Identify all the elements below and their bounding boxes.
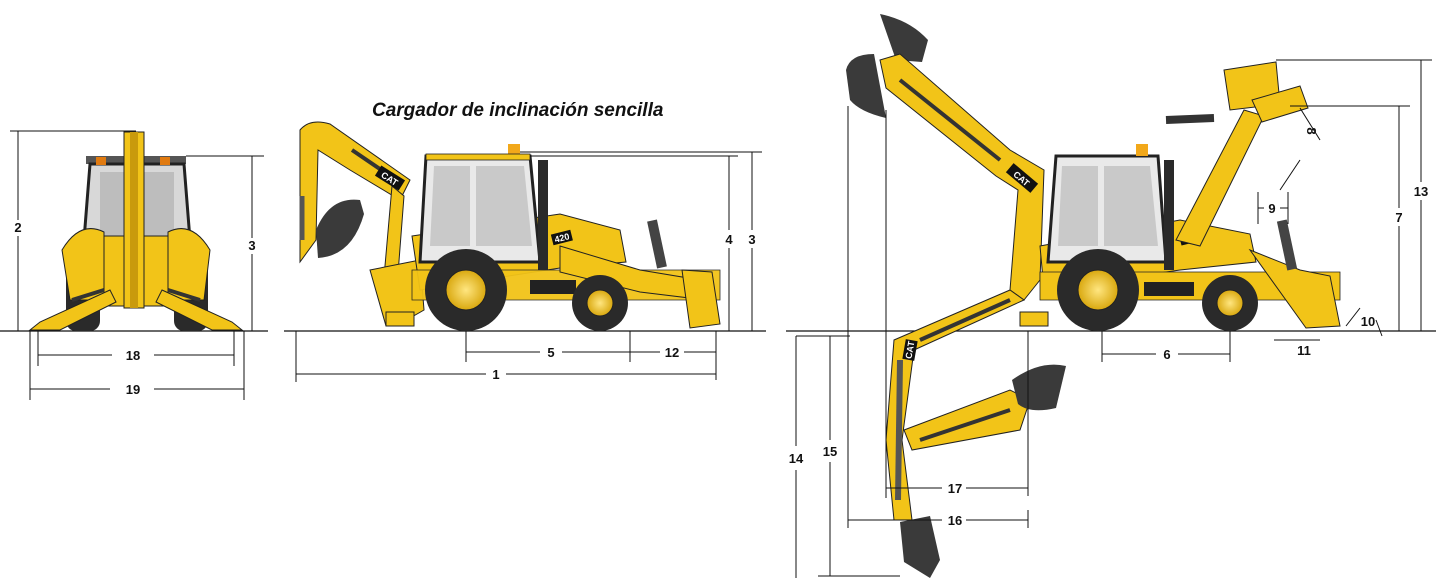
model-decal: 420 — [553, 231, 570, 244]
reach-view-machine: CAT CAT 420 — [786, 14, 1436, 578]
dim-label-13: 13 — [1414, 184, 1428, 199]
side-view-dimensions — [295, 151, 762, 382]
dim-label-3-front: 3 — [248, 238, 255, 253]
dim-label-8: 8 — [1304, 127, 1319, 134]
dim-label-6: 6 — [1163, 347, 1170, 362]
dim-label-7: 7 — [1395, 210, 1402, 225]
dim-label-9: 9 — [1268, 201, 1275, 216]
dim-label-17: 17 — [948, 481, 962, 496]
dim-label-4: 4 — [725, 232, 733, 247]
dim-label-1: 1 — [492, 367, 499, 382]
dim-label-12: 12 — [665, 345, 679, 360]
cat-decal-dig: CAT — [904, 340, 917, 360]
front-view-machine — [0, 131, 268, 332]
dim-label-16: 16 — [948, 513, 962, 528]
dim-label-18: 18 — [126, 348, 140, 363]
dim-label-19: 19 — [126, 382, 140, 397]
dim-label-5: 5 — [547, 345, 554, 360]
front-view-dimensions — [10, 130, 264, 400]
dim-label-2: 2 — [14, 220, 21, 235]
dim-label-14: 14 — [789, 451, 804, 466]
side-view-machine: CAT 420 — [284, 121, 766, 332]
reach-view-dimensions — [795, 59, 1432, 578]
diagram-title: Cargador de inclinación sencilla — [372, 100, 664, 121]
dim-label-11: 11 — [1297, 343, 1311, 358]
dim-label-3-side: 3 — [748, 232, 755, 247]
dim-label-10: 10 — [1361, 314, 1375, 329]
dim-label-15: 15 — [823, 444, 837, 459]
